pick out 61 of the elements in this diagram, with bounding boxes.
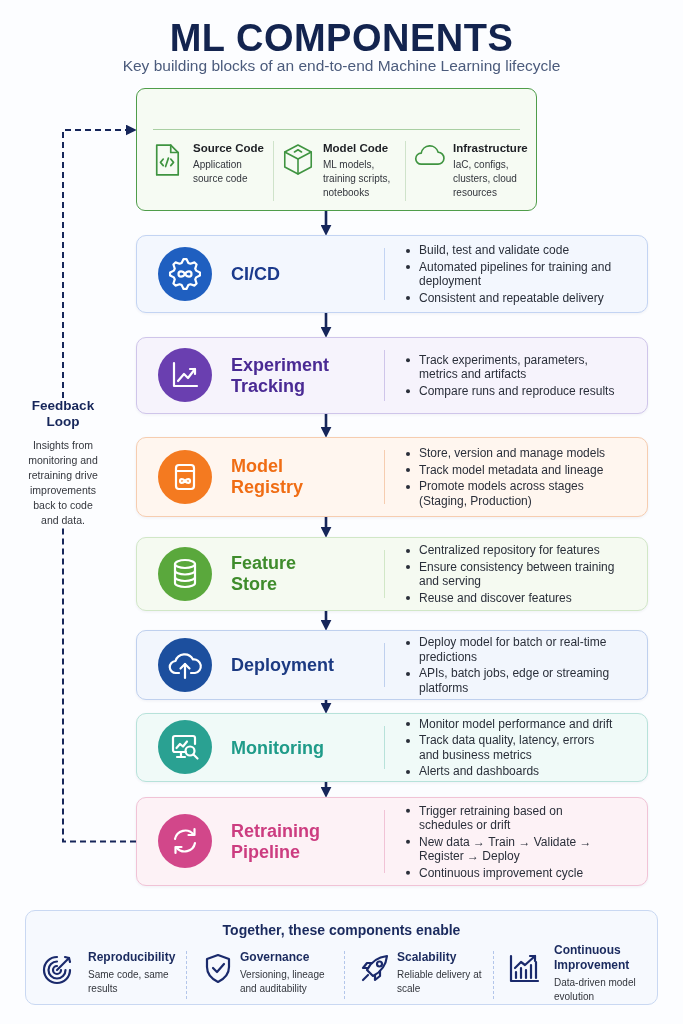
card-title: Model Registry <box>231 456 305 498</box>
bullet-item: Track model metadata and lineage <box>399 462 604 477</box>
item-description: Application source code <box>193 158 249 186</box>
arrow <box>320 611 332 631</box>
stage-card <box>136 437 648 517</box>
item-title: Model Code <box>323 141 389 155</box>
arrow <box>320 313 332 338</box>
bullet-item: Ensure consistency between training and serving <box>399 559 615 589</box>
stage-card <box>136 713 648 782</box>
bullet-item: Monitor model performance and drift <box>399 716 613 731</box>
bullet-item: Promote models across stages (Staging, Production) <box>399 479 615 508</box>
arrow <box>320 700 332 714</box>
item-title: Infrastructure <box>453 141 528 155</box>
stage-card <box>136 537 648 611</box>
bullet-item: Alerts and dashboards <box>399 764 540 779</box>
benefit-description: Data-driven model evolution <box>554 975 637 1004</box>
benefit-title: Scalability <box>397 950 457 965</box>
benefit-title: Continuous Improvement <box>554 942 631 973</box>
card-title: CI/CD <box>231 263 280 285</box>
benefit-title: Governance <box>240 950 310 965</box>
summary-panel <box>25 910 658 1005</box>
benefit-description: Same code, same results <box>88 968 170 996</box>
panel-heading: Together, these components enable <box>222 922 461 939</box>
bullet-item: Centralized repository for features <box>399 543 600 558</box>
arrow <box>320 517 332 538</box>
benefit-description: Reliable delivery at scale <box>397 968 483 996</box>
bullet-item: Consistent and repeatable delivery <box>399 290 604 305</box>
card-title: Monitoring <box>231 737 324 758</box>
bullet-item: Track data quality, latency, errors and business metrics <box>399 733 615 762</box>
card-title: Retraining Pipeline <box>231 820 321 863</box>
bullet-item: Store, version and manage models <box>399 446 606 461</box>
bullet-item: APIs, batch jobs, edge or streaming platforms <box>399 666 615 695</box>
bullet-item: Continuous improvement cycle <box>399 865 584 880</box>
bullet-item: Deploy model for batch or real-time predictions <box>399 635 615 664</box>
dashed-connector-line <box>62 527 137 843</box>
arrow <box>320 414 332 438</box>
bullet-item: Compare runs and reproduce results <box>399 383 615 399</box>
bullet-item: New data → Train → Validate → Register → Deploy <box>399 834 615 864</box>
stage-card <box>136 797 648 886</box>
dashed-arrow <box>62 124 137 399</box>
feedback-title: Feedback Loop <box>30 398 96 430</box>
bullet-item: Automated pipelines for training and deployment <box>399 259 615 289</box>
item-description: IaC, configs, clusters, cloud resources <box>453 158 518 200</box>
stage-card <box>136 630 648 700</box>
bullet-item: Reuse and discover features <box>399 590 572 605</box>
card-title: Experiment Tracking <box>231 354 331 397</box>
bullet-item: Trigger retraining based on schedules or drift <box>399 803 615 833</box>
card-title: Feature Store <box>231 553 298 595</box>
bullet-item: Build, test and validate code <box>399 243 570 258</box>
arrow <box>320 782 332 798</box>
stage-card <box>136 337 648 414</box>
item-title: Source Code <box>193 141 264 155</box>
source-panel <box>136 88 537 211</box>
benefit-description: Versioning, lineage and auditability <box>240 968 326 996</box>
feedback-description: Insights from monitoring and retraining drive improvements back to code and data. <box>27 438 99 528</box>
benefit-title: Reproducibility <box>88 950 176 965</box>
arrow <box>320 211 332 236</box>
card-title: Deployment <box>231 654 335 676</box>
bullet-item: Track experiments, parameters, metrics and artifacts <box>399 352 615 382</box>
item-description: ML models, training scripts, notebooks <box>323 158 392 200</box>
stage-card <box>136 235 648 313</box>
